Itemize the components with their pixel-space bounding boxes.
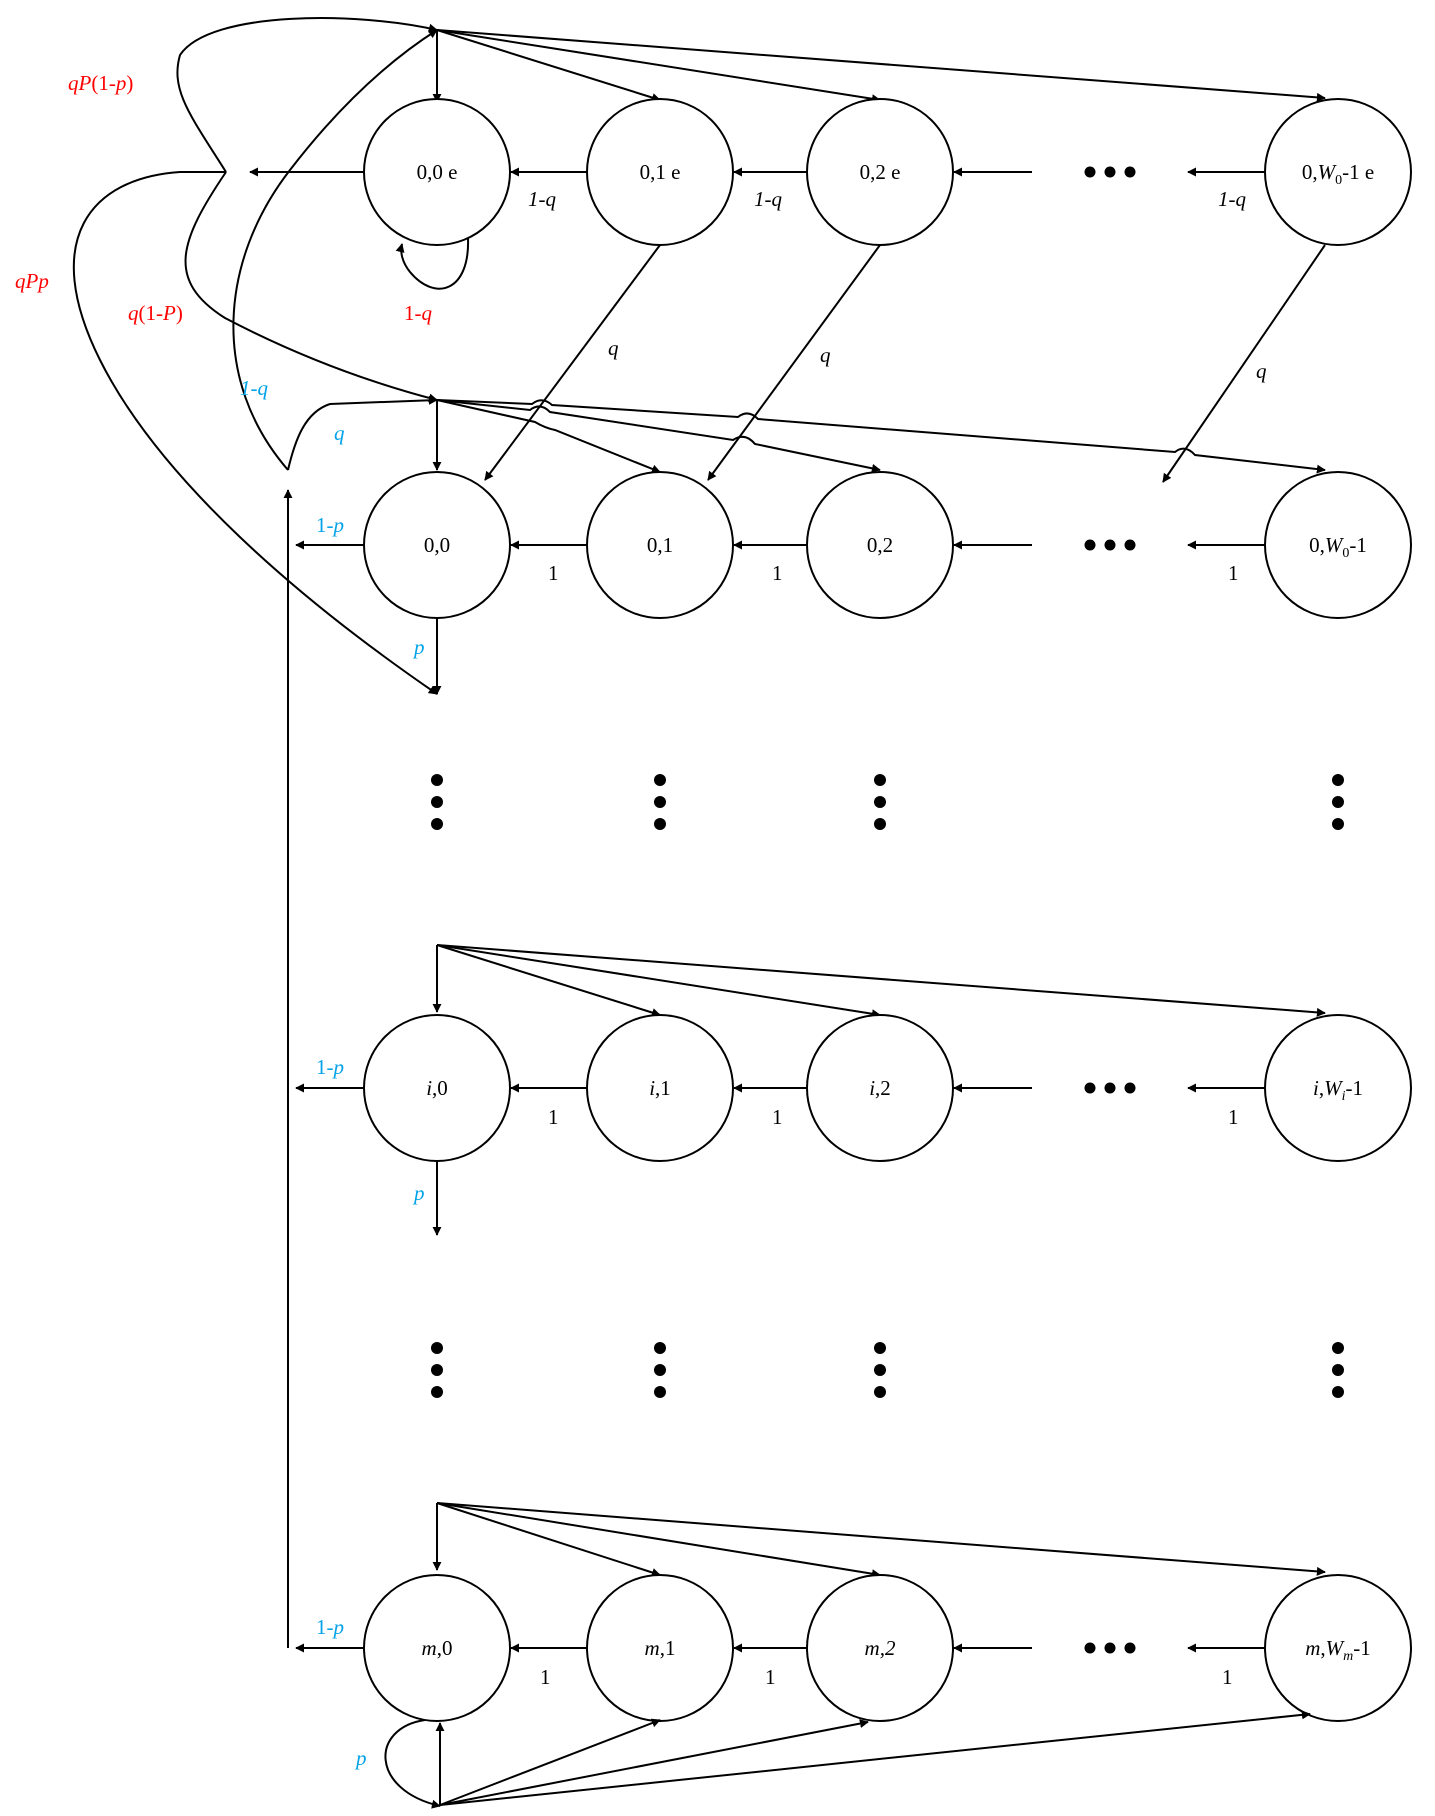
label-q-e2: q — [820, 343, 831, 367]
label-m0-1mp: 1-p — [316, 1615, 344, 1639]
vertical-ellipsis-2 — [431, 1342, 1344, 1398]
edge-eW-s0mid — [1162, 244, 1326, 483]
label-eW: 1-q — [1218, 187, 1246, 211]
label-m0-p: p — [354, 1746, 367, 1770]
state-mW-label: m,Wm-1 — [1305, 1636, 1371, 1664]
label-return-q: q — [334, 421, 345, 445]
ellipsis-row-e — [1084, 166, 1136, 178]
self-loop-e0 — [395, 237, 470, 290]
row-e-states: 0,0 e 0,1 e 0,2 e 0,W0-1 e 1-q 1-q 1-q 1… — [249, 29, 1412, 325]
label-mW: 1 — [1222, 1665, 1233, 1689]
label-self-loop-e0: 1-q — [404, 301, 433, 325]
fan-edge-i1 — [436, 944, 661, 1017]
label-i2-i1: 1 — [772, 1105, 783, 1129]
row-stage-0: 0,0 0,1 0,2 0,W0-1 1 1 1 1-p p — [295, 399, 1412, 695]
vertical-ellipsis-1 — [431, 774, 1344, 830]
state-s02-label: 0,2 — [867, 533, 893, 557]
label-m2-m1: 1 — [765, 1665, 776, 1689]
bottom-edge-m2 — [439, 1719, 869, 1806]
fan-edge-s01 — [436, 399, 661, 474]
label-i0-1mp: 1-p — [316, 1055, 344, 1079]
fan-edge-s0W — [436, 399, 1326, 474]
m0-p-loop — [384, 1719, 441, 1809]
edge-e1-s00 — [484, 244, 661, 481]
state-i0-label: i,0 — [426, 1076, 448, 1100]
label-s00-p: p — [412, 635, 425, 659]
state-s00-label: 0,0 — [424, 533, 450, 557]
state-m2-label: m,2 — [865, 1636, 896, 1660]
diagonal-q-edges: q q q — [484, 244, 1326, 483]
label-q-e1: q — [608, 336, 619, 360]
fan-edge-e1 — [436, 29, 661, 102]
fan-edge-i2 — [436, 944, 881, 1019]
fan-edge-iW — [436, 944, 1326, 1017]
state-i2-label: i,2 — [869, 1076, 891, 1100]
state-e1-label: 0,1 e — [640, 160, 681, 184]
label-s00-1mp: 1-p — [316, 513, 344, 537]
label-s02-s01: 1 — [772, 561, 783, 585]
label-qP1mp: qP(1-p) — [68, 71, 133, 95]
fan-edge-m2 — [436, 1502, 881, 1579]
ellipsis-row-0 — [1084, 539, 1136, 551]
label-qPp: qPp — [15, 269, 49, 293]
fan-edge-eW — [436, 29, 1326, 102]
label-i1-i0: 1 — [548, 1105, 559, 1129]
state-m1-label: m,1 — [645, 1636, 676, 1660]
fan-edge-e2 — [436, 29, 881, 104]
path-qP1mp — [176, 17, 438, 173]
label-s0W: 1 — [1228, 561, 1239, 585]
label-e1-e0: 1-q — [528, 187, 556, 211]
ellipsis-row-i — [1084, 1082, 1136, 1094]
row-stage-m: m,0 m,1 m,2 m,Wm-1 1 1 1 1-p p — [295, 1502, 1412, 1809]
bottom-edge-m1 — [439, 1718, 661, 1806]
row-stage-i: i,0 i,1 i,2 i,Wi-1 1 1 1 1-p p — [295, 944, 1412, 1236]
state-m0-label: m,0 — [422, 1636, 453, 1660]
return-q-to-row0 — [287, 395, 438, 471]
return-1mq-to-rowe — [232, 29, 438, 471]
ellipsis-row-m — [1084, 1642, 1136, 1654]
state-eW — [1264, 98, 1412, 246]
path-q1mP — [184, 171, 438, 403]
path-qPp — [72, 171, 438, 695]
fan-edge-m1 — [436, 1502, 661, 1577]
state-s0W-label: 0,W0-1 — [1309, 533, 1367, 561]
label-iW: 1 — [1228, 1105, 1239, 1129]
state-iW-label: i,Wi-1 — [1313, 1076, 1363, 1104]
state-e2-label: 0,2 e — [860, 160, 901, 184]
label-return-1mq: 1-q — [240, 376, 269, 400]
fan-edge-s02 — [436, 399, 881, 473]
bottom-edge-mW — [439, 1710, 1311, 1806]
label-s01-s00: 1 — [548, 561, 559, 585]
label-e2-e1: 1-q — [754, 187, 782, 211]
state-eW-label: 0,W0-1 e — [1302, 160, 1374, 188]
left-feedback-paths: q 1-q qP(1-p) q(1-P) qPp — [15, 17, 438, 1648]
state-i1-label: i,1 — [649, 1076, 671, 1100]
label-i0-p: p — [412, 1181, 425, 1205]
edge-e2-s01 — [707, 244, 881, 481]
state-e0-label: 0,0 e — [417, 160, 458, 184]
label-m1-m0: 1 — [540, 1665, 551, 1689]
label-q-eW: q — [1256, 359, 1267, 383]
label-q1mP: q(1-P) — [128, 301, 183, 325]
state-s01-label: 0,1 — [647, 533, 673, 557]
fan-edge-mW — [436, 1502, 1326, 1576]
